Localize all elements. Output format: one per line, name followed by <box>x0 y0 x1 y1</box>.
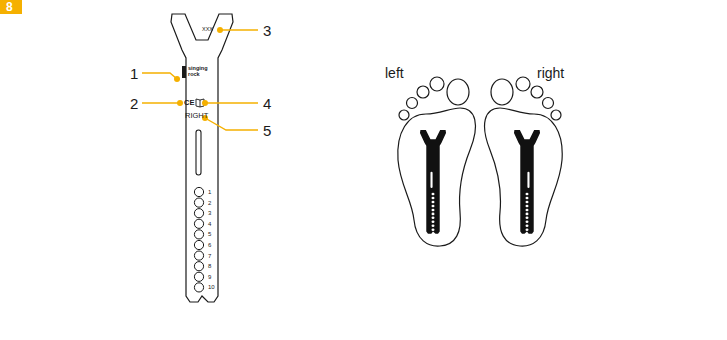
hole-number: 10 <box>208 284 215 290</box>
brand-name: singing rock <box>188 66 212 78</box>
callout-number: 4 <box>263 96 271 111</box>
hole <box>194 209 203 218</box>
hole-number: 9 <box>208 274 211 280</box>
callout-number: 1 <box>130 66 138 81</box>
hole-number: 7 <box>208 253 211 259</box>
callout-number: 2 <box>130 96 138 111</box>
step-badge <box>0 0 22 14</box>
hole-number: 2 <box>208 200 211 206</box>
foot-label: right <box>537 66 564 80</box>
hole <box>194 272 203 281</box>
leader-lines <box>142 30 258 130</box>
size-tag <box>171 14 233 302</box>
leader-dots <box>174 27 223 121</box>
right-foot <box>485 77 563 246</box>
callout-number: 3 <box>263 23 271 38</box>
hole <box>194 187 203 196</box>
ce-mark: CE <box>184 99 194 107</box>
size-code: XXX <box>202 27 213 33</box>
tag-slot <box>196 130 201 175</box>
hole <box>194 230 203 239</box>
hole <box>194 262 203 271</box>
side-marking: RIGHT <box>185 112 208 120</box>
hole <box>194 240 203 249</box>
step-number: 8 <box>6 1 13 13</box>
hole <box>194 198 203 207</box>
hole <box>194 251 203 260</box>
hole-number: 8 <box>208 263 211 269</box>
hole-number: 1 <box>208 189 211 195</box>
hole <box>194 219 203 228</box>
hole <box>194 283 203 292</box>
hole-number: 4 <box>208 221 211 227</box>
hole-number: 6 <box>208 242 211 248</box>
callout-number: 5 <box>263 123 271 138</box>
hole-number: 5 <box>208 231 211 237</box>
foot-label: left <box>385 66 404 80</box>
brand-logo <box>182 66 186 78</box>
left-foot <box>398 77 476 246</box>
hole-number: 3 <box>208 210 211 216</box>
tag-holes <box>194 187 203 292</box>
